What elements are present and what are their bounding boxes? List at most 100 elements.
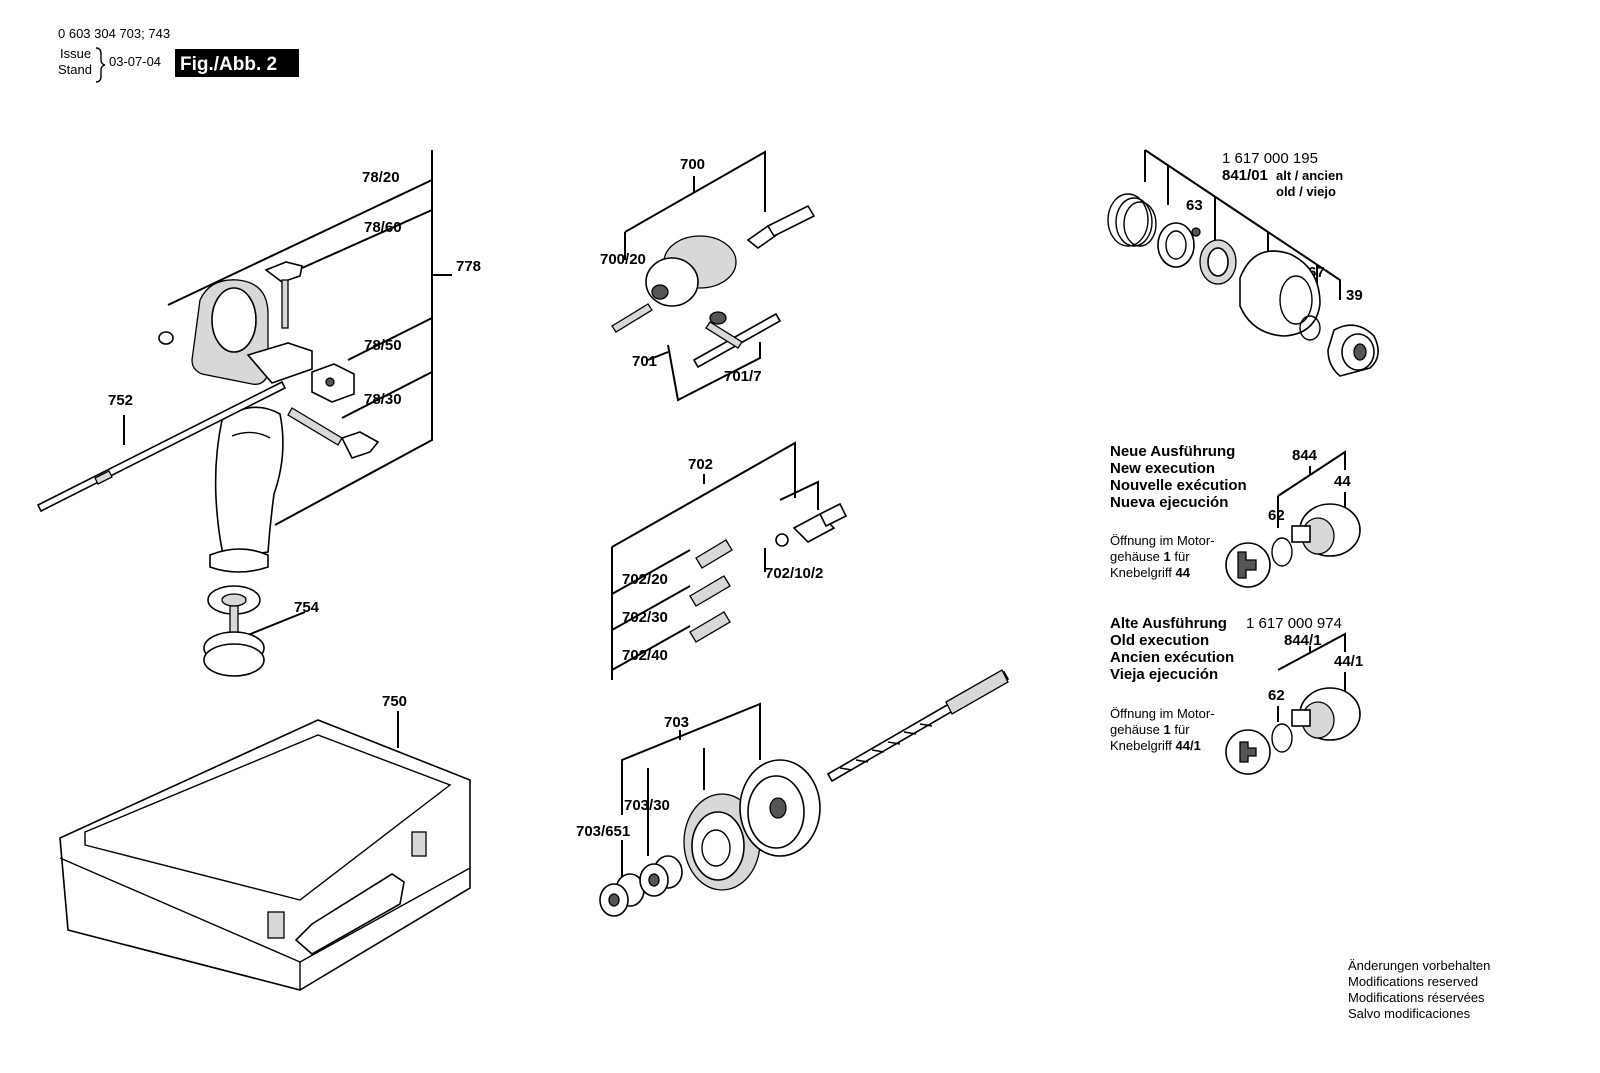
callout-702-30: 702/30 (622, 609, 668, 626)
footer-notice: Änderungen vorbehalten Modifications res… (1348, 958, 1490, 1021)
part-bushing-703-651 (599, 873, 645, 917)
new-exec-note-l1: Öffnung im Motor- (1110, 533, 1215, 548)
bracket-703 (621, 702, 761, 815)
bracket-778 (274, 150, 433, 526)
callout-750: 750 (382, 693, 407, 710)
bracket-844 (1277, 450, 1346, 497)
new-execution-group: Neue Ausführung New execution Nouvelle e… (1110, 443, 1361, 588)
header-issue-label: Issue (60, 46, 91, 61)
part-spring (1107, 193, 1157, 247)
part-ring-78-20 (158, 331, 174, 345)
old-exec-note-l1: Öffnung im Motor- (1110, 706, 1215, 721)
new-exec-line-es: Nueva ejecución (1110, 494, 1228, 511)
callout-703: 703 (664, 714, 689, 731)
callout-702-20: 702/20 (622, 571, 668, 588)
bracket-702-10-2 (779, 480, 819, 510)
part-bushing-703-30 (639, 855, 683, 897)
callout-44: 44 (1334, 473, 1351, 490)
callout-703-651: 703/651 (576, 823, 630, 840)
callout-44-1: 44/1 (1334, 653, 1363, 670)
callout-62b: 62 (1268, 687, 1285, 704)
old-execution-group: Alte Ausführung Old execution Ancien exé… (1110, 615, 1363, 775)
new-exec-note-l2: gehäuse 1 für (1110, 549, 1190, 564)
case-handle (294, 873, 405, 955)
part-o-ring-62a (1271, 537, 1293, 567)
callout-78-30: 78/30 (364, 391, 402, 408)
old-exec-line-fr: Ancien exécution (1110, 649, 1234, 666)
figure-badge (175, 49, 299, 77)
leader-78-50 (347, 317, 433, 361)
part-bolt-78-30 (287, 407, 380, 459)
part-end-cap-754 (203, 585, 265, 677)
callout-841-01: 841/01 (1222, 167, 1268, 184)
leader-754 (247, 611, 306, 636)
part-side-handle-knob-44 (1291, 503, 1361, 557)
callout-702-40: 702/40 (622, 647, 668, 664)
part-handle-grip (209, 406, 284, 573)
part-depth-rod-752 (36, 380, 287, 513)
part-tool-holder-841-01 (1239, 250, 1321, 337)
part-bit-702-40 (689, 611, 731, 643)
callout-844-1: 844/1 (1284, 632, 1322, 649)
footer-line-de: Änderungen vorbehalten (1348, 958, 1490, 973)
side-handle-group: 778 78/20 78/60 78/50 78/30 752 754 (36, 150, 481, 677)
part-drill-bit (826, 669, 1010, 783)
old-exec-note-l3: Knebelgriff 44/1 (1110, 738, 1201, 753)
bracket-841-01 (1144, 149, 1341, 300)
old-exec-line-es: Vieja ejecución (1110, 666, 1218, 683)
old-variant-line1: alt / ancien (1276, 168, 1343, 183)
header-part-numbers: 0 603 304 703; 743 (58, 26, 170, 41)
callout-78-20: 78/20 (362, 169, 400, 186)
new-exec-note-l3: Knebelgriff 44 (1110, 565, 1191, 580)
part-o-ring-67 (1299, 315, 1321, 341)
part-bit-702-20 (695, 539, 733, 569)
callout-63: 63 (1186, 197, 1203, 214)
part-chuck-body (645, 235, 737, 307)
bracket-844-1 (1277, 632, 1346, 671)
part-sds-adapter (746, 204, 816, 249)
part-o-ring-62b (1271, 723, 1293, 753)
bracket-702 (611, 441, 796, 548)
case-latch-left (267, 911, 285, 939)
leader-78-60 (301, 209, 433, 269)
leader-702-20 (611, 549, 691, 595)
part-ring-702 (775, 533, 789, 547)
callout-701: 701 (632, 353, 657, 370)
part-chuck-key-701-7 (692, 311, 782, 369)
leader-702-40 (611, 625, 691, 671)
part-ball-63 (1191, 227, 1201, 237)
new-exec-line-en: New execution (1110, 460, 1215, 477)
leader-78-30 (341, 371, 433, 419)
callout-1617000974: 1 617 000 974 (1246, 615, 1342, 632)
bracket-700 (624, 150, 766, 233)
callout-702-10-2: 702/10/2 (765, 565, 823, 582)
bit-set-group: 702 702/20 702/30 702/40 702/10/2 (611, 441, 848, 680)
leader-78-20 (167, 179, 433, 306)
bracket-701 (667, 342, 761, 402)
callout-703-30: 703/30 (624, 797, 670, 814)
part-screw-700-20 (611, 303, 653, 333)
part-side-handle-knob-44-1 (1291, 687, 1361, 741)
callout-844: 844 (1292, 447, 1318, 464)
footer-line-es: Salvo modificaciones (1348, 1006, 1471, 1021)
header-date: 03-07-04 (109, 54, 161, 69)
old-exec-note-l2: gehäuse 1 für (1110, 722, 1190, 737)
callout-778: 778 (456, 258, 481, 275)
part-motor-housing-opening-1-old (1225, 729, 1271, 775)
callout-754: 754 (294, 599, 320, 616)
callout-701-7: 701/7 (724, 368, 762, 385)
case-latch-right (411, 831, 427, 857)
part-ring-63 (1199, 239, 1237, 285)
carry-case-group: 750 (59, 693, 471, 991)
footer-line-en: Modifications reserved (1348, 974, 1478, 989)
leader-702-30 (611, 585, 691, 631)
callout-62a: 62 (1268, 507, 1285, 524)
callout-78-60: 78/60 (364, 219, 402, 236)
part-motor-housing-opening-1 (1225, 542, 1271, 588)
callout-702: 702 (688, 456, 713, 473)
callout-752: 752 (108, 392, 133, 409)
old-exec-line-de: Alte Ausführung (1110, 615, 1227, 632)
new-exec-line-fr: Nouvelle exécution (1110, 477, 1247, 494)
old-exec-line-en: Old execution (1110, 632, 1209, 649)
